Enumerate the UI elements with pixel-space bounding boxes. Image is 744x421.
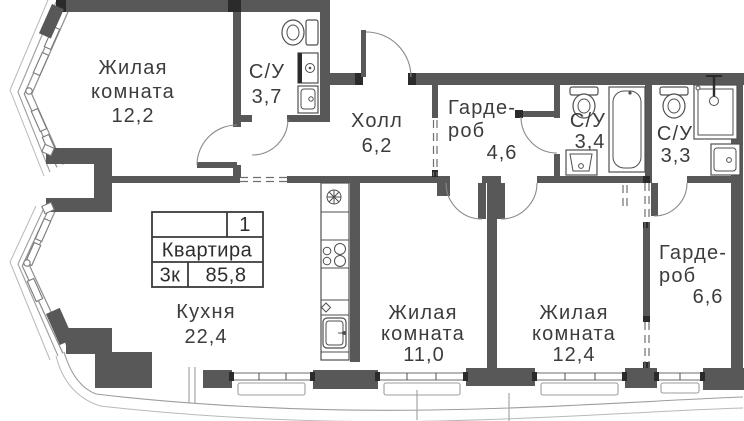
room-label-hall: Холл 6,2 bbox=[351, 110, 403, 157]
apartment-info-table: 1 Квартира 3к 85,8 bbox=[151, 211, 264, 288]
room-name: С/У bbox=[570, 110, 606, 132]
wardrobe-2-door bbox=[651, 182, 688, 217]
room-name: Жилая bbox=[98, 57, 167, 79]
room-name: Жилая bbox=[388, 302, 457, 324]
room-label-bathroom-3: С/У 3,3 bbox=[657, 123, 693, 167]
bathroom-3-fixtures bbox=[659, 75, 741, 176]
bathroom-2-fixtures bbox=[565, 86, 646, 176]
walls bbox=[38, 0, 744, 390]
room-name: Гарде- bbox=[659, 242, 727, 264]
room-name: роб bbox=[659, 265, 696, 287]
room-name: С/У bbox=[249, 61, 285, 83]
bottom-windows bbox=[229, 372, 705, 396]
toilet-icon bbox=[659, 86, 689, 119]
room-label-wardrobe-1: Гарде- роб 4,6 bbox=[448, 97, 518, 164]
bathroom-1-fixtures bbox=[281, 19, 319, 114]
room-area: 22,4 bbox=[185, 326, 228, 348]
shower-icon bbox=[693, 75, 738, 140]
living-room-2-door bbox=[445, 182, 486, 220]
room-label-bathroom-1: С/У 3,7 bbox=[249, 61, 285, 108]
room-label-living-room-1: Жилая комната 12,2 bbox=[91, 57, 175, 127]
room-name: комната bbox=[381, 323, 465, 345]
stove-icon bbox=[322, 243, 346, 267]
apartment-title: Квартира bbox=[162, 240, 253, 262]
sink-icon bbox=[297, 85, 319, 114]
room-name: комната bbox=[532, 323, 616, 345]
room-area: 6,2 bbox=[362, 135, 393, 157]
room-name: Гарде- bbox=[448, 97, 516, 119]
room-label-living-room-3: Жилая комната 12,4 bbox=[532, 302, 616, 366]
room-name: Жилая bbox=[539, 302, 608, 324]
room-area: 12,4 bbox=[553, 344, 596, 366]
room-area: 3,3 bbox=[661, 145, 692, 167]
sink-icon bbox=[565, 149, 598, 176]
sink-icon bbox=[710, 143, 741, 176]
entrance-door bbox=[361, 30, 412, 78]
room-name: Кухня bbox=[176, 301, 236, 323]
room-area: 6,6 bbox=[693, 286, 724, 308]
room-area: 3,4 bbox=[575, 131, 606, 153]
room-area: 12,2 bbox=[112, 105, 155, 127]
bathtub-icon bbox=[608, 86, 646, 173]
room-label-living-room-2: Жилая комната 11,0 bbox=[381, 302, 465, 366]
room-area: 11,0 bbox=[403, 344, 444, 366]
room-name: Холл bbox=[351, 110, 403, 132]
kitchen-marker-icon bbox=[320, 302, 332, 313]
room-area: 4,6 bbox=[487, 142, 518, 164]
apartment-total-area: 85,8 bbox=[206, 265, 247, 287]
doors bbox=[196, 30, 688, 220]
bathroom-2-door bbox=[520, 116, 558, 154]
room-name: комната bbox=[91, 81, 175, 103]
room-name: роб bbox=[448, 120, 485, 142]
bathroom-1-door bbox=[251, 118, 289, 156]
living-room-3-door bbox=[497, 182, 538, 220]
room-label-bathroom-2: С/У 3,4 bbox=[570, 110, 606, 153]
room-area: 3,7 bbox=[252, 86, 283, 108]
apartment-number: 1 bbox=[239, 214, 251, 236]
toilet-icon bbox=[569, 86, 599, 119]
kitchen-sink-icon bbox=[322, 317, 347, 349]
room-name: С/У bbox=[657, 123, 693, 145]
apartment-rooms-count: 3к bbox=[160, 265, 181, 287]
room-labels: Жилая комната 12,2 С/У 3,7 Холл 6,2 Гард… bbox=[91, 57, 727, 366]
toilet-icon bbox=[281, 19, 319, 46]
extractor-fan-icon bbox=[326, 189, 342, 205]
room-label-kitchen: Кухня 22,4 bbox=[176, 301, 236, 348]
washing-machine-icon bbox=[297, 52, 319, 84]
kitchen-fixtures bbox=[320, 182, 350, 361]
dashed-openings bbox=[240, 120, 650, 368]
room-label-wardrobe-2: Гарде- роб 6,6 bbox=[659, 242, 727, 308]
living-room-1-door bbox=[196, 124, 238, 168]
